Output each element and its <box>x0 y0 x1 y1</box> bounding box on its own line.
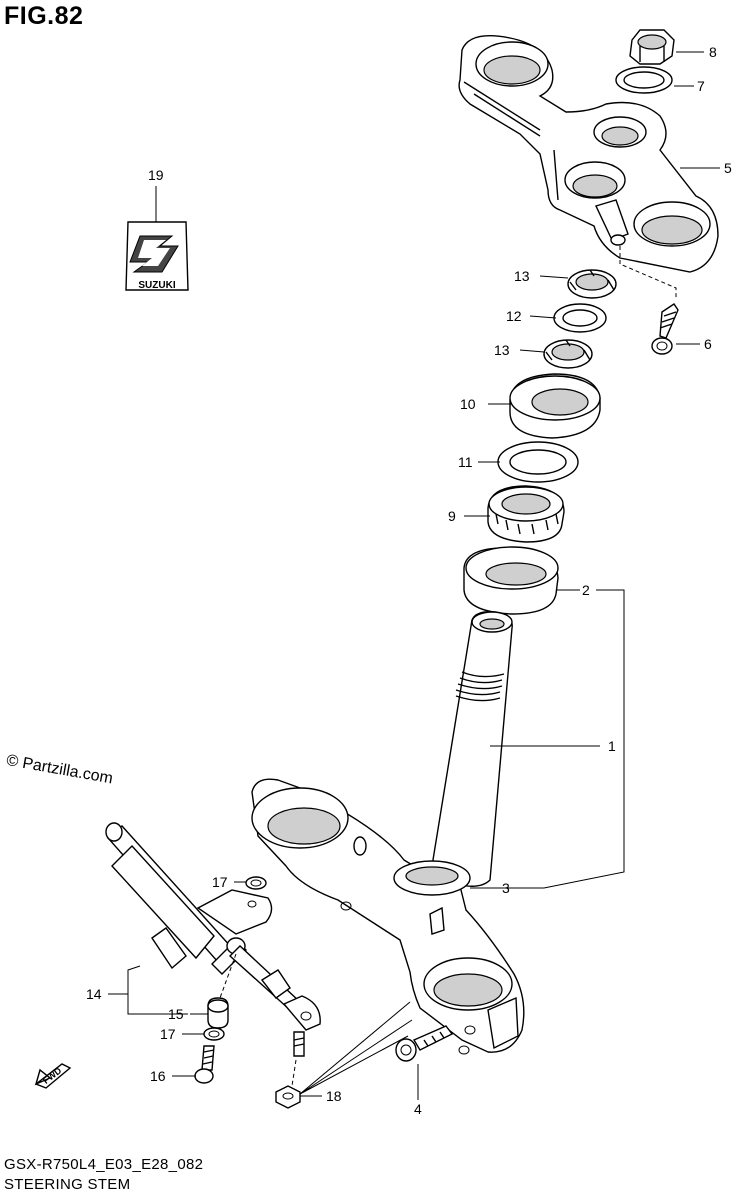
callout-2: 2 <box>582 582 590 598</box>
callout-11: 11 <box>458 454 473 470</box>
leader-lines <box>108 51 720 1100</box>
callout-15: 15 <box>168 1006 184 1022</box>
callout-12: 12 <box>506 308 522 324</box>
model-code: GSX-R750L4_E03_E28_082 <box>4 1156 204 1173</box>
upper-bracket[interactable] <box>458 35 719 273</box>
dust-seal-10[interactable] <box>509 373 601 439</box>
figure-title: FIG.82 <box>4 2 84 30</box>
callout-13-upper: 13 <box>514 268 530 284</box>
fwd-arrow: FWD <box>34 1063 72 1089</box>
steering-stem-1[interactable] <box>251 610 525 1055</box>
callout-6: 6 <box>704 336 712 352</box>
pinch-bolt-4[interactable] <box>395 1025 454 1062</box>
washer-17-upper[interactable] <box>245 876 267 890</box>
callout-16: 16 <box>150 1068 166 1084</box>
lock-nut-upper-13[interactable] <box>567 269 617 299</box>
callout-4: 4 <box>414 1101 422 1117</box>
bearing-race-2[interactable] <box>463 546 559 615</box>
callout-17-lower: 17 <box>160 1026 176 1042</box>
dust-seal-3[interactable] <box>393 860 471 896</box>
callout-14: 14 <box>86 986 102 1002</box>
callout-17-upper: 17 <box>212 874 228 890</box>
callout-3: 3 <box>502 880 510 896</box>
washer-17-lower[interactable] <box>203 1027 225 1041</box>
suzuki-emblem[interactable]: SUZUKI <box>125 221 189 291</box>
callout-labels: 8 7 5 6 13 12 13 10 11 9 2 1 3 4 14 15 1… <box>86 44 732 1117</box>
callout-9: 9 <box>448 508 456 524</box>
pinch-bolt-6[interactable] <box>619 246 679 355</box>
damper-nut-18[interactable] <box>275 1085 301 1109</box>
lock-nut-lower-13[interactable] <box>543 339 593 369</box>
callout-18: 18 <box>326 1088 342 1104</box>
callout-8: 8 <box>709 44 717 60</box>
callout-10: 10 <box>460 396 476 412</box>
washer-7[interactable] <box>615 66 673 94</box>
callout-1: 1 <box>608 738 616 754</box>
callout-13-lower: 13 <box>494 342 510 358</box>
callout-7: 7 <box>697 78 705 94</box>
washer-11[interactable] <box>497 441 579 483</box>
callout-5: 5 <box>724 160 732 176</box>
damper-bolt-16[interactable] <box>194 1045 215 1084</box>
damper-bush-15[interactable] <box>207 997 229 1029</box>
steering-damper-14[interactable] <box>105 822 321 1057</box>
callout-19: 19 <box>148 167 164 183</box>
lock-washer-12[interactable] <box>553 303 607 333</box>
diagram-name: STEERING STEM <box>4 1176 131 1193</box>
emblem-brand-text: SUZUKI <box>138 280 175 291</box>
bearing-9[interactable] <box>487 485 565 543</box>
stem-nut[interactable] <box>629 29 675 65</box>
